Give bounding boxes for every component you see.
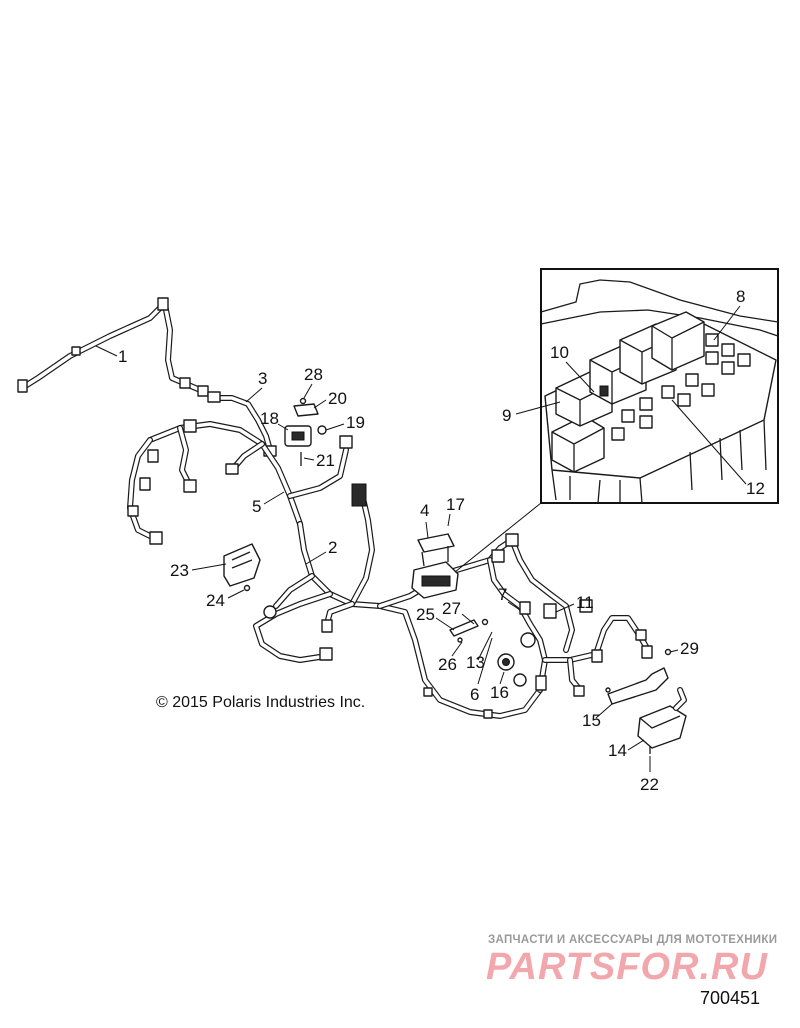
fuse-box-part-4 xyxy=(411,533,459,599)
callout-7: 7 xyxy=(498,585,507,604)
callout-28: 28 xyxy=(304,365,323,384)
callout-26: 26 xyxy=(438,655,457,674)
copyright-notice: © 2015 Polaris Industries Inc. xyxy=(156,694,366,711)
callout-1: 1 xyxy=(118,347,127,366)
callout-23: 23 xyxy=(170,561,189,580)
module-part-14 xyxy=(637,687,687,754)
ecu-module-part-23 xyxy=(223,543,261,592)
callout-6: 6 xyxy=(470,685,479,704)
harness-part-1 xyxy=(17,297,209,397)
watermark-caption: ЗАПЧАСТИ И АКСЕССУАРЫ ДЛЯ МОТОТЕХНИКИ xyxy=(488,934,778,946)
figure-id: 700451 xyxy=(700,988,761,1008)
harness-part-5 xyxy=(127,419,353,545)
callout-19: 19 xyxy=(346,413,365,432)
bracket-part-25 xyxy=(449,618,489,643)
callout-8: 8 xyxy=(736,287,745,306)
callout-17: 17 xyxy=(446,495,465,514)
watermark-logo: PARTSFOR.RU xyxy=(486,946,768,988)
harness-part-7-11 xyxy=(447,533,653,697)
callout-2: 2 xyxy=(328,538,337,557)
callout-18: 18 xyxy=(260,409,279,428)
callout-29: 29 xyxy=(680,639,699,658)
callout-16: 16 xyxy=(490,683,509,702)
callout-11: 11 xyxy=(576,593,594,612)
callout-labels: 1 2 3 4 5 6 7 8 9 10 11 12 13 14 15 16 1… xyxy=(95,287,765,794)
callout-10: 10 xyxy=(550,343,569,362)
callout-20: 20 xyxy=(328,389,347,408)
callout-22: 22 xyxy=(640,775,659,794)
callout-21: 21 xyxy=(316,451,335,470)
callout-12: 12 xyxy=(746,479,765,498)
callout-15: 15 xyxy=(582,711,601,730)
callout-13: 13 xyxy=(466,653,485,672)
callout-25: 25 xyxy=(416,605,435,624)
grommet-part-16 xyxy=(497,653,515,671)
callout-24: 24 xyxy=(206,591,225,610)
callout-27: 27 xyxy=(442,599,461,618)
callout-9: 9 xyxy=(502,406,511,425)
harness-part-2 xyxy=(253,483,543,719)
callout-4: 4 xyxy=(420,501,429,520)
callout-14: 14 xyxy=(608,741,627,760)
bracket-part-18 xyxy=(284,397,327,466)
callout-3: 3 xyxy=(258,369,267,388)
mount-part-15 xyxy=(605,648,672,705)
callout-5: 5 xyxy=(252,497,261,516)
